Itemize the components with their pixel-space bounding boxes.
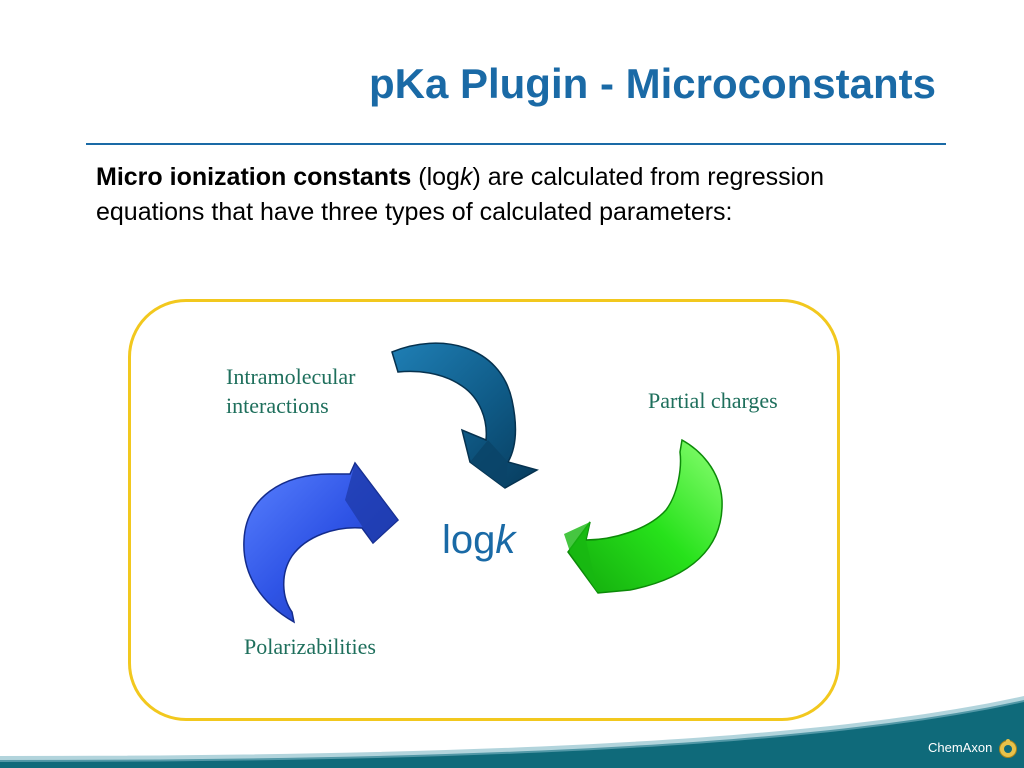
center-k: k [495,518,516,562]
brand-name: ChemAxon [928,740,993,755]
label-polarizabilities: Polarizabilities [244,634,376,659]
title-divider [86,143,946,145]
intro-k: k [459,163,473,191]
center-logk: logk [442,518,515,563]
center-log: log [442,518,496,562]
label-intramolecular: Intramolecular interactions [226,362,356,420]
arrow-intramolecular-icon [391,342,539,489]
label-intramolecular-line2: interactions [226,393,329,418]
label-partial-charges: Partial charges [648,388,778,413]
slide-title: pKa Plugin - Microconstants [368,60,936,107]
diagram-panel [128,299,840,721]
intro-bold-term: Micro ionization constants [96,163,412,191]
intro-paragraph: Micro ionization constants (logk) are ca… [96,160,836,230]
arrow-polarizabilities-icon [243,461,400,624]
intro-paren-open: (log [411,163,460,191]
chemaxon-logo-icon [999,739,1017,758]
footer-band [0,696,1024,768]
label-intramolecular-line1: Intramolecular [226,364,356,389]
arrow-partial-charges-icon [564,438,723,594]
intro-rest: ) are calculated from regression equatio… [96,163,824,226]
